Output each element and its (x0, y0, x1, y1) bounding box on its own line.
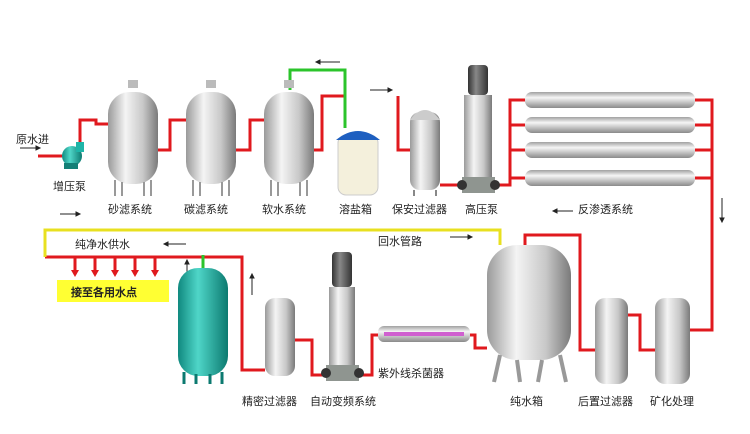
label-auto-vfd: 自动变频系统 (310, 394, 376, 408)
yellow-return-pipe (43, 228, 502, 257)
label-raw-water-in: 原水进 (16, 133, 49, 146)
pressure-tank (178, 268, 228, 384)
use-points-box (57, 280, 169, 302)
softener-tank (264, 80, 314, 196)
pure-water-tank (487, 245, 571, 383)
label-high-pressure-pump: 高压泵 (465, 202, 498, 216)
mineralization-unit (655, 298, 690, 384)
label-security-filter: 保安过滤器 (392, 202, 447, 216)
label-mineralization: 矿化处理 (650, 394, 694, 408)
label-booster-pump: 增压泵 (53, 179, 86, 193)
salt-tank (336, 131, 380, 196)
label-pure-water-supply: 纯净水供水 (75, 237, 130, 251)
label-softener: 软水系统 (262, 202, 306, 216)
label-return-pipe: 回水管路 (378, 234, 422, 248)
booster-pump (62, 142, 84, 169)
uv-sterilizer (378, 326, 470, 342)
label-pure-water-tank: 纯水箱 (510, 394, 543, 408)
use-point-arrows (71, 270, 159, 277)
label-post-filter: 后置过滤器 (578, 395, 633, 408)
label-sand-filter: 砂滤系统 (108, 203, 152, 216)
auto-vfd-pump (321, 252, 364, 381)
carbon-filter-tank (186, 80, 236, 196)
post-filter (595, 298, 628, 384)
label-carbon-filter: 碳滤系统 (184, 202, 228, 216)
label-precision-filter: 精密过滤器 (242, 394, 297, 408)
label-ro-system: 反渗透系统 (578, 202, 633, 216)
ro-membranes (525, 92, 695, 186)
flow-arrows (20, 59, 725, 295)
red-pipes (38, 94, 714, 377)
high-pressure-pump (457, 65, 500, 193)
security-filter (410, 110, 440, 196)
sand-filter-tank (108, 80, 158, 196)
label-salt-tank: 溶盐箱 (339, 202, 372, 216)
label-to-use-points: 接至各用水点 (71, 285, 137, 299)
label-uv-sterilizer: 紫外线杀菌器 (378, 366, 444, 380)
precision-filter (265, 298, 295, 376)
